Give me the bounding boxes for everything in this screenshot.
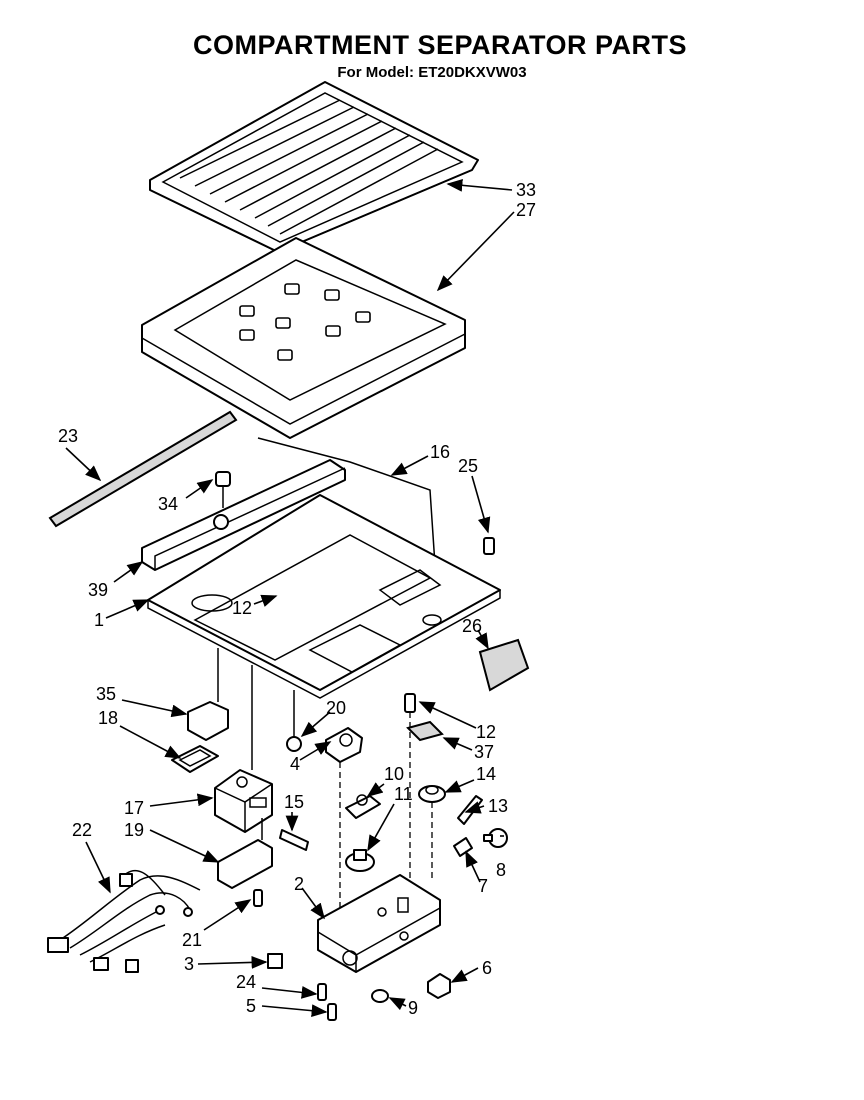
callout-9: 9 — [408, 998, 418, 1018]
part-3-connector — [267, 953, 283, 969]
callout-7: 7 — [478, 876, 488, 896]
part-23-trim-strip — [48, 410, 238, 528]
part-15-tube — [279, 829, 309, 851]
part-14-damper — [418, 785, 446, 880]
callout-21: 21 — [182, 930, 202, 950]
callout-5: 5 — [246, 996, 256, 1016]
part-25-screw — [483, 537, 495, 555]
callout-24: 24 — [236, 972, 256, 992]
callout-14: 14 — [476, 764, 496, 784]
part-1-separator-pan — [147, 494, 501, 699]
part-33-shelf-grille — [149, 81, 479, 253]
part-12-screw-lower — [404, 693, 416, 880]
callout-6: 6 — [482, 958, 492, 978]
part-11-knob — [345, 849, 375, 872]
callout-34: 34 — [158, 494, 178, 514]
callout-3: 3 — [184, 954, 194, 974]
leader-lines — [65, 178, 515, 1018]
part-37-seal — [406, 720, 444, 742]
callout-37: 37 — [474, 742, 494, 762]
callout-8: 8 — [496, 860, 506, 880]
part-10-thermostat — [345, 794, 381, 819]
callout-labels: 33 27 23 16 25 34 39 1 12 26 35 18 20 12… — [58, 180, 536, 1018]
page-title: COMPARTMENT SEPARATOR PARTS — [192, 30, 687, 60]
part-35-bracket — [187, 648, 229, 741]
callout-39: 39 — [88, 580, 108, 600]
part-27-shelf-frame — [141, 237, 466, 439]
part-20-clip — [286, 690, 302, 752]
callout-33: 33 — [516, 180, 536, 200]
part-6-switch — [427, 973, 451, 999]
part-34-screw — [215, 471, 231, 508]
part-16-heater-wire — [257, 437, 437, 581]
part-21-screw — [253, 889, 263, 907]
callout-1: 1 — [94, 610, 104, 630]
part-9-grommet — [371, 989, 389, 1003]
model-subtitle: For Model: ET20DKXVW03 — [337, 64, 527, 81]
part-22-wiring-harness — [47, 869, 201, 973]
callout-23: 23 — [58, 426, 78, 446]
part-7-light-socket — [453, 837, 473, 857]
part-2-control-bracket — [317, 874, 441, 973]
callout-27: 27 — [516, 200, 536, 220]
callout-26: 26 — [462, 616, 482, 636]
callout-25: 25 — [458, 456, 478, 476]
callout-10: 10 — [384, 764, 404, 784]
callout-16: 16 — [430, 442, 450, 462]
callout-2: 2 — [294, 874, 304, 894]
callout-19: 19 — [124, 820, 144, 840]
callout-18: 18 — [98, 708, 118, 728]
callout-4: 4 — [290, 754, 300, 774]
part-18-grille — [171, 745, 219, 773]
callout-20: 20 — [326, 698, 346, 718]
callout-11: 11 — [394, 784, 413, 804]
part-26-foam-pad — [478, 638, 530, 692]
part-17-control-housing — [214, 665, 273, 833]
callout-35: 35 — [96, 684, 116, 704]
callout-13: 13 — [488, 796, 508, 816]
part-24-screw — [317, 983, 327, 1001]
part-19-bracket — [217, 818, 273, 889]
callout-12-lower: 12 — [476, 722, 496, 742]
callout-12-upper: 12 — [232, 598, 252, 618]
part-8-light-bulb — [483, 828, 508, 848]
part-5-screw — [327, 1003, 337, 1021]
callout-17: 17 — [124, 798, 144, 818]
callout-15: 15 — [284, 792, 304, 812]
callout-22: 22 — [72, 820, 92, 840]
